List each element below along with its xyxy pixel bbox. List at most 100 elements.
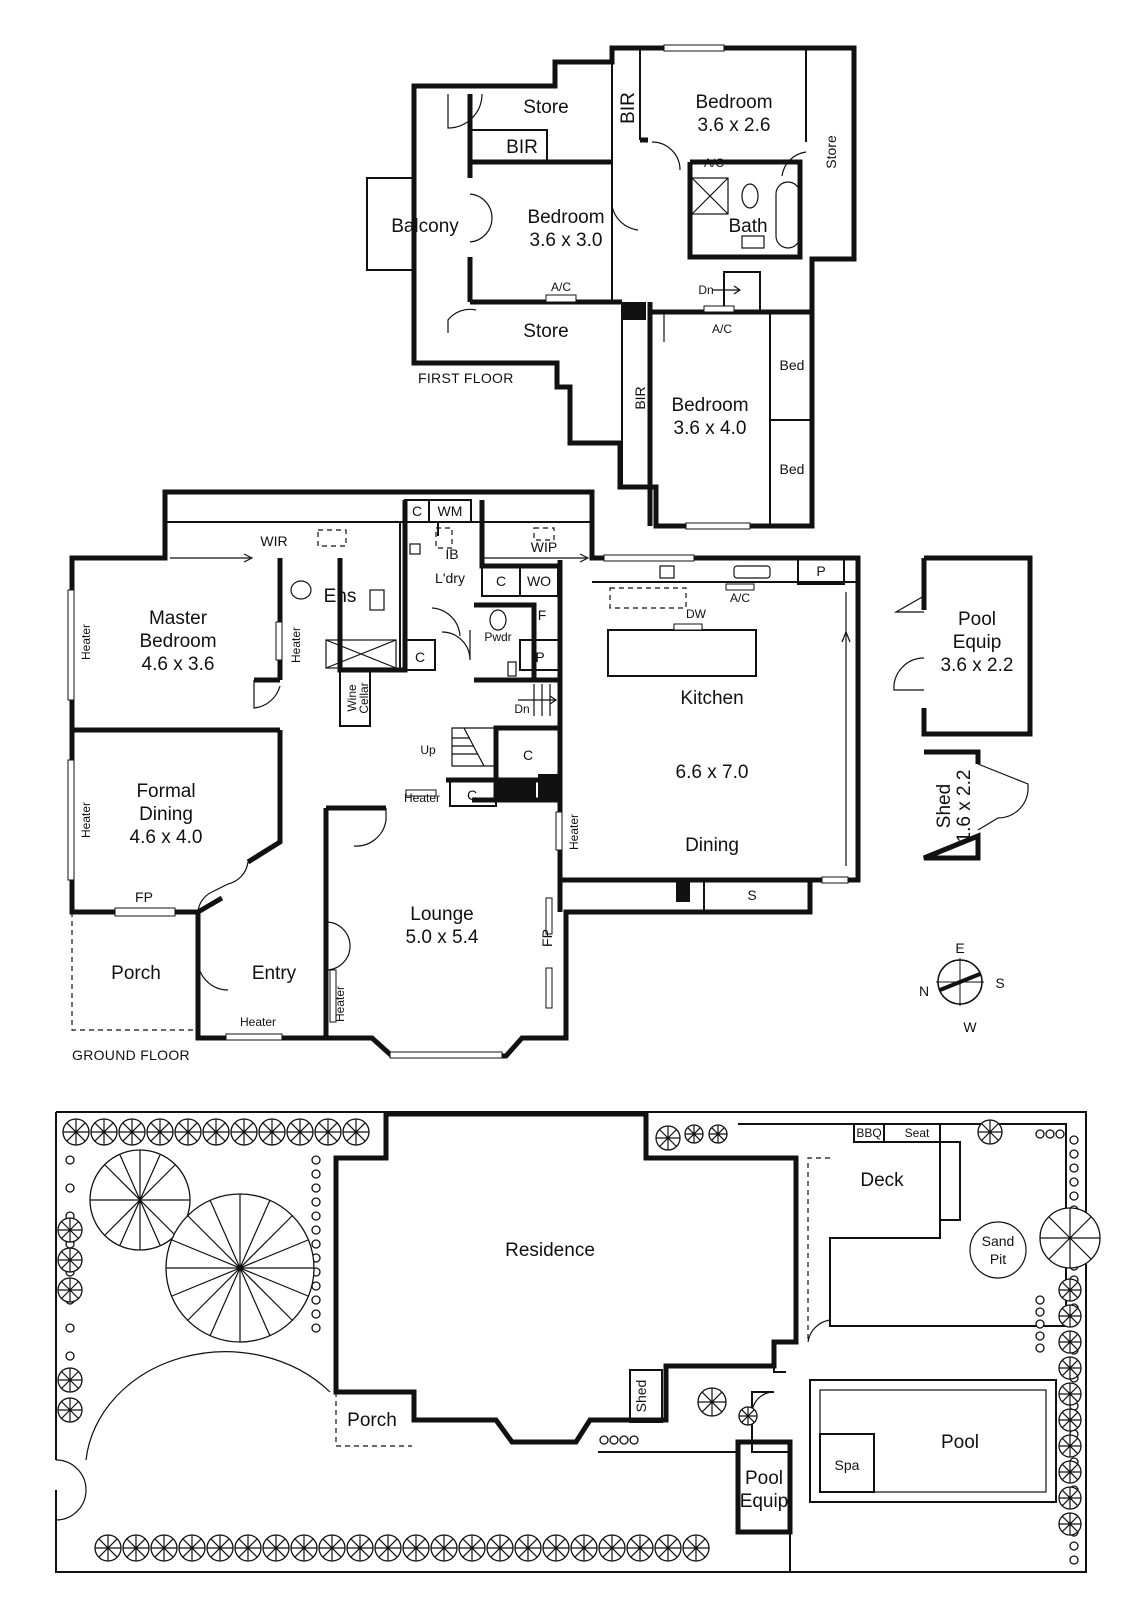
compass-s: S [995,975,1004,991]
shed-label: Shed [934,784,955,828]
shrub-icon [311,1155,321,1165]
tree-icon [697,1387,727,1417]
closet-c3-label: C [415,649,425,665]
residence-label: Residence [505,1240,595,1261]
ac-mid-label: A/C [551,280,571,294]
wine-label: Wine [345,684,359,712]
tree-icon [682,1534,710,1562]
ens-label: Ens [324,586,357,607]
tree-icon [150,1534,178,1562]
tree-icon [346,1534,374,1562]
shrub-icon [65,1323,75,1333]
shrub-icon [1035,1343,1045,1353]
tree-icon [486,1534,514,1562]
tree-icon [202,1118,230,1146]
tree-icon [626,1534,654,1562]
site-pool-equip-2: Equip [740,1491,789,1512]
tree-icon [1058,1512,1082,1536]
wir-label: WIR [260,533,287,549]
bedroom-s-size: 3.6 x 4.0 [674,418,747,439]
heater-master-label: Heater [79,624,93,660]
tree-icon [977,1119,1003,1145]
bir-low-label: BIR [632,386,648,409]
cellar-label: Cellar [357,682,371,713]
bedroom-s-label: Bedroom [671,395,748,416]
closet-c1-label: C [412,503,422,519]
bedroom-mid-label: Bedroom [527,207,604,228]
shrub-icon [1069,1163,1079,1173]
ground-floor-plan: C WM WIR IB L'dry WIP C WO P A/C Ens Hea… [67,489,861,1063]
bedroom-ne-label: Bedroom [695,92,772,113]
tree-icon [314,1118,342,1146]
shrub-icon [1035,1319,1045,1329]
store-right-label: Store [823,135,839,169]
powder-label: Pwdr [484,630,511,644]
store-bottom-label: Store [523,321,568,342]
shrub-icon [1069,1541,1079,1551]
compass-w: W [963,1019,977,1035]
shrub-icon [1035,1129,1045,1139]
site-plan: Residence Porch Shed BBQ Seat Deck Sand … [55,1111,1101,1573]
tree-icon [374,1534,402,1562]
tree-icon [290,1534,318,1562]
ac-kitchen-label: A/C [730,591,750,605]
entry-label: Entry [252,963,297,984]
tree-icons [57,1118,1082,1565]
shrub-icon [65,1351,75,1361]
large-tree-icon [165,1193,315,1343]
large-tree-icon [89,1149,191,1251]
wip-label: WIP [531,539,557,555]
bir-vertical-label: BIR [618,92,639,124]
ib-label: IB [445,546,458,562]
shrub-icon [1069,1149,1079,1159]
compass-icon: E S W N [919,940,1005,1035]
tree-icon [514,1534,542,1562]
heater-entry-label: Heater [240,1015,276,1029]
heater-hall-label: Heater [404,791,440,805]
tree-icon [57,1397,83,1423]
pantry-p1-label: P [816,563,825,579]
shrub-icon [1055,1129,1065,1139]
pit-label: Pit [990,1251,1006,1267]
fp-formal-label: FP [135,889,153,905]
tree-icon [458,1534,486,1562]
up-label: Up [420,743,436,757]
spa-label: Spa [835,1457,860,1473]
formal-label: Formal [136,781,195,802]
shrub-icon [599,1435,609,1445]
pool-equip-label-1: Pool [958,609,996,630]
bedroom-ne-size: 3.6 x 2.6 [698,115,771,136]
bir-top-label: BIR [506,137,538,158]
heater-dining-label: Heater [567,814,581,850]
shrub-icon [311,1323,321,1333]
tree-icon [654,1534,682,1562]
shrub-icon [609,1435,619,1445]
kitchen-size: 6.6 x 7.0 [676,762,749,783]
compass-e: E [955,940,964,956]
shrub-icon [1035,1295,1045,1305]
tree-icon [738,1406,758,1426]
tree-icon [57,1277,83,1303]
shrub-icon [1069,1555,1079,1565]
shrub-icon [629,1435,639,1445]
shrub-icon [1035,1331,1045,1341]
heater-lounge-label: Heater [333,986,347,1022]
ac-bath-label: A/C [704,156,724,170]
tree-icon [1058,1304,1082,1328]
shed-size: 1.6 x 2.2 [954,770,975,843]
tree-icon [230,1118,258,1146]
first-floor-plan: Store BIR BIR Bedroom 3.6 x 2.6 Store A/… [366,44,857,530]
tree-icon [1058,1460,1082,1484]
tree-icon [262,1534,290,1562]
shrub-icon [311,1281,321,1291]
shrub-icon [311,1295,321,1305]
dn-ground-label: Dn [514,702,529,716]
tree-icon [286,1118,314,1146]
ground-floor-caption: GROUND FLOOR [72,1047,190,1063]
tree-icon [94,1534,122,1562]
tree-icon [178,1534,206,1562]
kitchen-label: Kitchen [680,688,743,709]
shrub-icon [311,1239,321,1249]
site-shed-label: Shed [633,1380,649,1413]
lounge-size: 5.0 x 5.4 [406,927,479,948]
